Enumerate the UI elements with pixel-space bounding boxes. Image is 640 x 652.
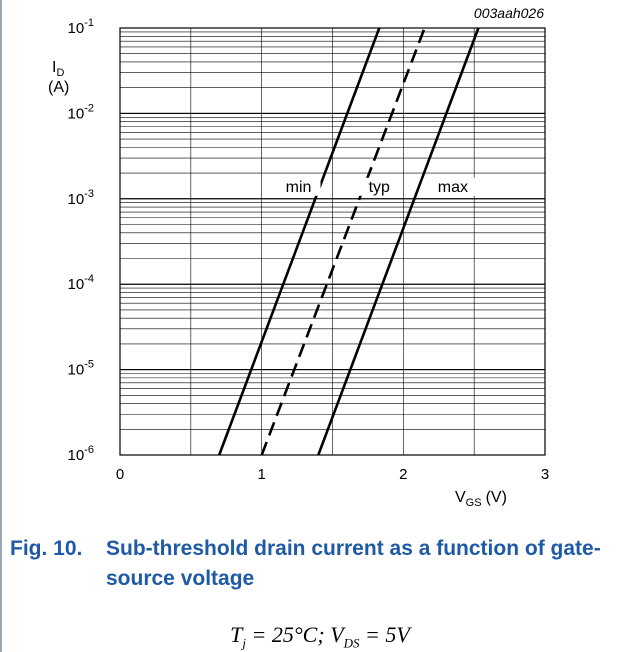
vds-subscript: DS (343, 635, 360, 651)
x-tick-labels: 0 1 2 3 (116, 466, 549, 483)
y-tick-labels: 10-1 10-2 10-3 10-4 10-5 10-6 (68, 17, 94, 464)
series-label-background (430, 177, 475, 196)
x-tick-label: 1 (257, 466, 265, 483)
series-label-background (357, 177, 402, 196)
figure-title: Sub-threshold drain current as a functio… (106, 537, 601, 590)
y-tick-label: 10-6 (68, 444, 94, 464)
temp-value: = 25°C; (246, 622, 331, 647)
series-label-max: max (438, 179, 468, 196)
series-label-typ: typ (369, 179, 390, 196)
series-line-max (317, 27, 480, 456)
temp-subscript: j (242, 635, 247, 651)
y-axis-unit: (A) (48, 79, 69, 96)
test-conditions: Tj = 25°C; VDS = 5V (0, 622, 640, 651)
x-tick-label: 3 (541, 466, 549, 483)
x-axis-label: VGS(V) (455, 489, 507, 509)
y-axis-label: ID (52, 59, 64, 79)
series-label-background (276, 177, 321, 196)
plot-frame (119, 27, 546, 456)
x-tick-label: 2 (399, 466, 407, 483)
temp-symbol: T (230, 622, 243, 647)
series-curves (217, 27, 480, 456)
page-left-border (0, 0, 2, 652)
y-tick-label: 10-2 (68, 102, 94, 122)
y-tick-label: 10-3 (68, 188, 94, 208)
vds-value: = 5V (359, 622, 410, 647)
y-tick-label: 10-5 (68, 359, 94, 379)
y-tick-label: 10-4 (68, 273, 94, 293)
y-tick-label: 10-1 (68, 17, 94, 37)
x-tick-label: 0 (116, 466, 124, 483)
grid (119, 27, 546, 456)
figure-number: Fig. 10. (10, 537, 83, 560)
series-line-min (217, 27, 381, 456)
vds-symbol: V (330, 622, 344, 647)
chart-reference-code: 003aah026 (474, 5, 544, 21)
series-labels: min typ max (276, 177, 475, 196)
series-line-typ (260, 27, 426, 456)
series-label-min: min (286, 179, 312, 196)
